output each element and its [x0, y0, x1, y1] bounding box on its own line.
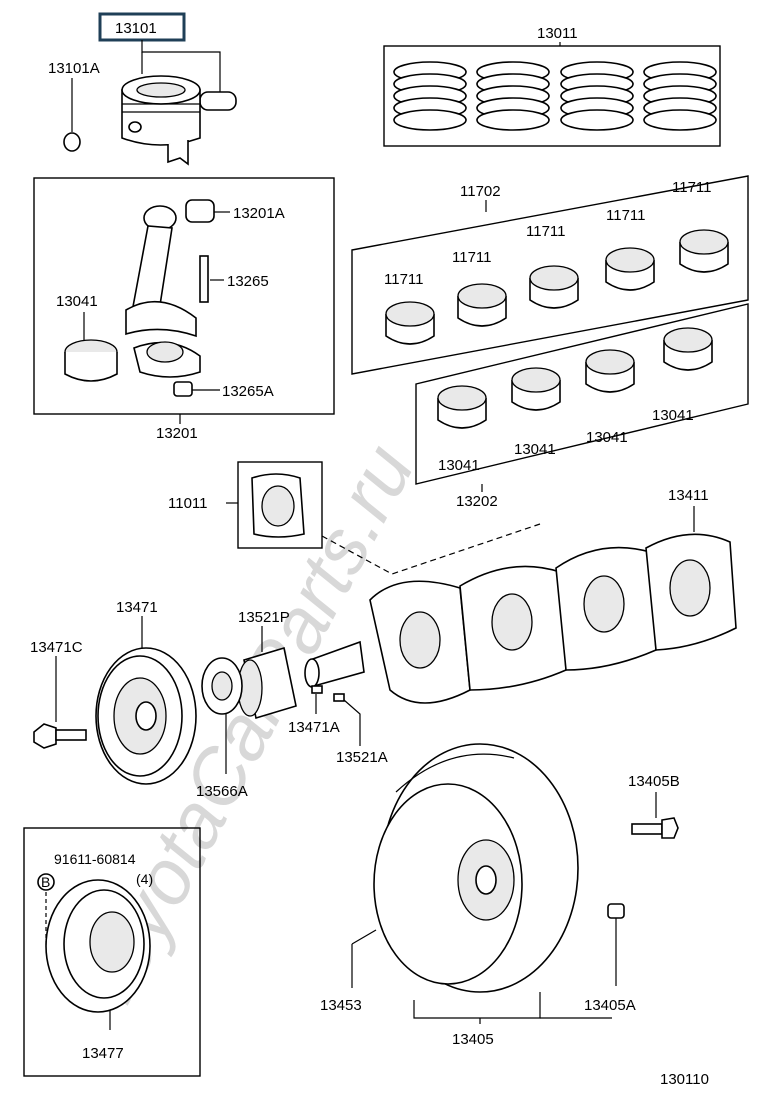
label-13101[interactable]: 13101	[115, 20, 157, 37]
label-13201A[interactable]: 13201A	[233, 205, 285, 222]
lower-bearing-panel	[415, 303, 749, 485]
label-qty4: (4)	[136, 871, 153, 887]
dashed-guide	[321, 523, 541, 575]
piston-rings-icon	[393, 61, 717, 131]
piston-assembly[interactable]: 13101	[98, 12, 237, 166]
leader-13521A	[343, 699, 361, 746]
upper-bearings-icon	[385, 229, 729, 345]
label-13453[interactable]: 13453	[320, 997, 362, 1014]
label-13101A[interactable]: 13101A	[48, 60, 100, 77]
label-11711-b[interactable]: 11711	[452, 249, 492, 266]
label-11711-c[interactable]: 11711	[526, 223, 566, 240]
label-11011[interactable]: 11011	[168, 495, 208, 512]
label-13405[interactable]: 13405	[452, 1031, 494, 1048]
label-11711-a[interactable]: 11711	[384, 271, 424, 288]
label-13041-d[interactable]: 13041	[652, 407, 694, 424]
drive-plate-group[interactable]: 91611-60814 (4) B 13477	[23, 827, 201, 1077]
thrust-washer-icon	[251, 473, 305, 538]
oil-seal-part[interactable]: 13566A	[196, 657, 248, 800]
flywheel-bolt-part[interactable]: 13405B	[628, 773, 680, 839]
snap-ring-icon	[63, 132, 81, 152]
pulley-bolt-part[interactable]: 13471C	[30, 639, 87, 749]
label-13265A[interactable]: 13265A	[222, 383, 274, 400]
label-13566A[interactable]: 13566A	[196, 783, 248, 800]
rod-nut-icon	[173, 381, 193, 397]
crankshaft-part[interactable]: 13411	[304, 487, 737, 704]
label-13521A[interactable]: 13521A	[336, 749, 388, 766]
label-13405A[interactable]: 13405A	[584, 997, 636, 1014]
drive-plate-icon	[45, 879, 151, 1013]
connecting-rod-group[interactable]: 13201A 13265 13041 13265A 13201	[33, 177, 335, 442]
rod-bolt-icon	[199, 255, 209, 303]
label-13041-b[interactable]: 13041	[514, 441, 556, 458]
rod-bearing-part[interactable]: 13041	[56, 293, 118, 382]
key-13471A-part[interactable]: 13471A	[288, 685, 340, 736]
ring-gear-part[interactable]: 13453	[320, 929, 377, 1014]
upper-bearing-panel	[351, 175, 749, 375]
pulley-icon	[95, 647, 197, 785]
key-icon-a	[311, 685, 323, 694]
crankshaft-icon	[304, 533, 737, 704]
leader-13101	[141, 40, 221, 96]
timing-gear-icon	[237, 646, 297, 720]
thrust-washer-set[interactable]: 11011	[168, 461, 541, 575]
flywheel-bolt-icon	[631, 817, 679, 839]
label-11702[interactable]: 11702	[460, 183, 501, 200]
flywheel-part[interactable]: 13453 13405	[320, 743, 612, 1048]
label-circle-b: B	[41, 874, 50, 890]
label-13041-c[interactable]: 13041	[586, 429, 628, 446]
dowel-pin-part[interactable]: 13405A	[584, 903, 636, 1014]
circle-b-icon	[37, 873, 55, 891]
rod-box	[33, 177, 335, 415]
piston-ring-set[interactable]: 13011	[383, 25, 721, 147]
label-13265[interactable]: 13265	[227, 273, 269, 290]
crankshaft-pulley-part[interactable]: 13471	[95, 599, 197, 785]
snap-ring-part[interactable]: 13101A	[48, 60, 100, 152]
key-icon-b	[333, 693, 345, 702]
lower-bearings-icon	[437, 327, 713, 429]
label-13041-a[interactable]: 13041	[438, 457, 480, 474]
label-13202[interactable]: 13202	[456, 493, 498, 510]
piston-icon	[121, 75, 237, 166]
label-11711-d[interactable]: 11711	[606, 207, 646, 224]
rod-bolt-part[interactable]: 13265	[199, 255, 269, 303]
lower-main-bearing-set[interactable]: 13041 13041 13041 13041 13202	[415, 303, 749, 510]
label-13201[interactable]: 13201	[156, 425, 198, 442]
bolt-icon	[33, 723, 87, 749]
label-13471C[interactable]: 13471C	[30, 639, 83, 656]
timing-gear-part[interactable]: 13521P	[237, 609, 297, 720]
rod-nut-part[interactable]: 13265A	[173, 381, 274, 400]
upper-main-bearing-set[interactable]: 11702 11711 11711 11711 11711 11711	[351, 175, 749, 375]
label-11711-e[interactable]: 11711	[672, 179, 712, 196]
figure-code: 130110	[660, 1071, 709, 1088]
label-13477[interactable]: 13477	[82, 1045, 124, 1062]
dowel-pin-icon	[607, 903, 625, 919]
label-91611[interactable]: 91611-60814	[54, 851, 136, 867]
oil-seal-icon	[201, 657, 243, 715]
leader-13405	[413, 992, 541, 1019]
thrust-washer-box	[237, 461, 323, 549]
label-13405B[interactable]: 13405B	[628, 773, 680, 790]
b-marker: B	[37, 873, 55, 891]
flywheel-icon	[373, 743, 579, 993]
label-13471A[interactable]: 13471A	[288, 719, 340, 736]
label-13041-rod[interactable]: 13041	[56, 293, 98, 310]
bushing-icon	[185, 199, 215, 223]
connecting-rod-icon	[125, 205, 201, 378]
ring-box	[383, 45, 721, 147]
leader-13453	[351, 929, 377, 945]
label-13011[interactable]: 13011	[537, 25, 578, 42]
label-13471[interactable]: 13471	[116, 599, 158, 616]
label-13521P[interactable]: 13521P	[238, 609, 290, 626]
key-13521A-part[interactable]: 13521A	[333, 693, 388, 766]
rod-bearing-icon	[64, 339, 118, 382]
label-13411[interactable]: 13411	[668, 487, 709, 504]
bushing-part[interactable]: 13201A	[185, 199, 285, 223]
drive-plate-box	[23, 827, 201, 1077]
